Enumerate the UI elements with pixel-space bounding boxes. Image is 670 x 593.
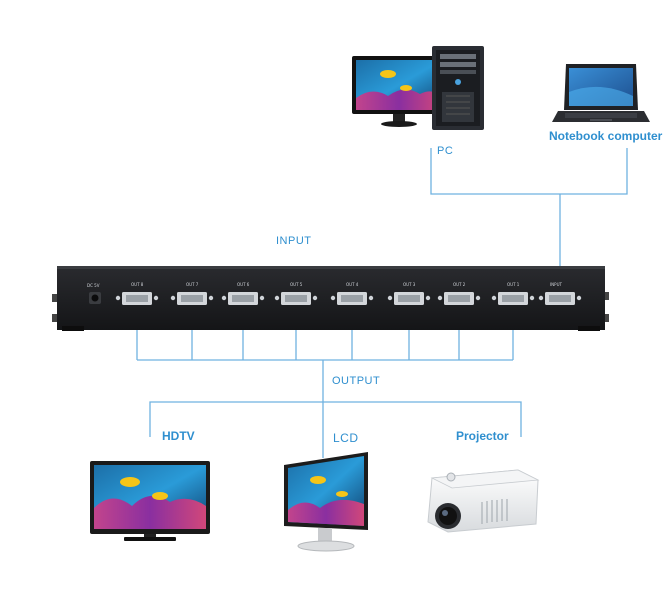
notebook-label: Notebook computer [549,129,663,143]
notebook-icon [552,64,650,122]
output-port: OUT 3 [387,282,431,305]
output-port: OUT 4 [330,282,374,305]
lcd-monitor-icon [284,452,368,552]
output-port: OUT 5 [274,282,318,305]
power-port-label: DC 5V [87,283,100,288]
output-port-label: OUT 3 [403,282,416,287]
output-port-label: OUT 4 [346,282,359,287]
output-port-label: OUT 2 [453,282,466,287]
output-port-label: OUT 7 [186,282,199,287]
pc-label: PC [437,145,454,157]
lcd-label: LCD [333,431,359,445]
hdtv-icon [90,461,210,541]
output-port-label: OUT 1 [507,282,520,287]
hdtv-label: HDTV [162,429,195,443]
output-ports: OUT 8 OUT 7 OUT 6 OUT 5 OUT 4 OUT 3 OUT 2 OUT 1 [115,282,535,305]
output-port: OUT 7 [170,282,214,305]
output-port-label: OUT 6 [237,282,250,287]
output-port-label: OUT 8 [131,282,144,287]
power-port: DC 5V [87,283,101,304]
input-port-label: INPUT [550,282,563,287]
projector-icon [427,469,540,533]
output-label: OUTPUT [332,375,381,387]
output-port: OUT 2 [437,282,481,305]
input-port: INPUT [538,282,582,305]
output-port: OUT 1 [491,282,535,305]
output-port-label: OUT 5 [290,282,303,287]
projector-label: Projector [456,429,509,443]
input-label: INPUT [276,235,312,247]
pc-icon [352,46,484,130]
output-port: OUT 6 [221,282,265,305]
output-port: OUT 8 [115,282,159,305]
